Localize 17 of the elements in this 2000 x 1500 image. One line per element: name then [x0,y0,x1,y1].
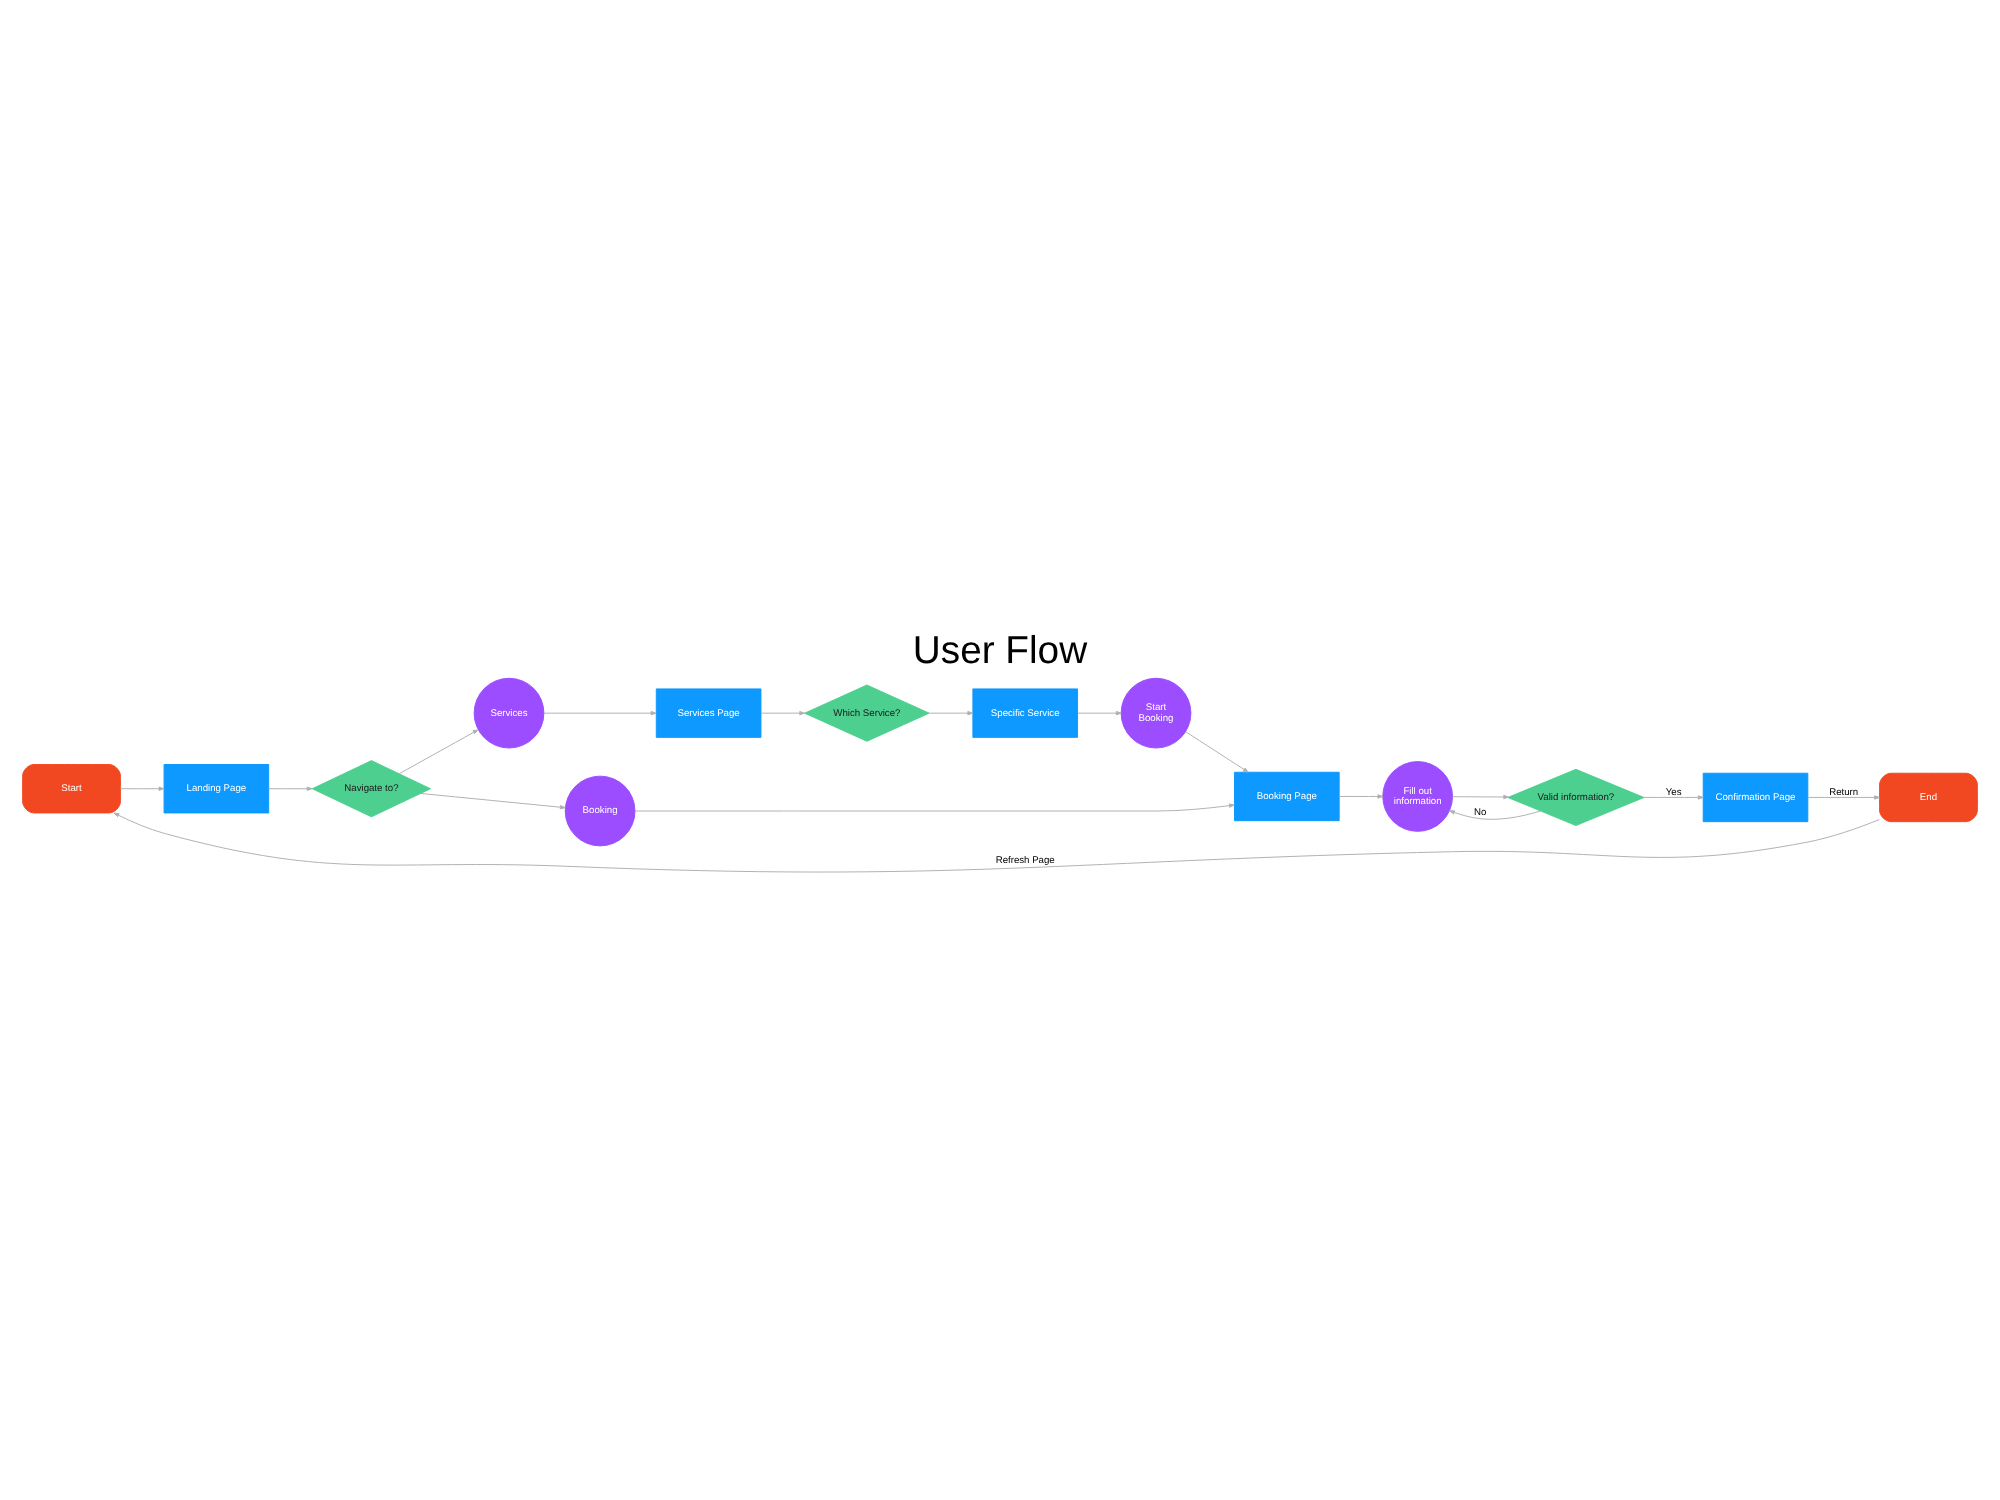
arrow [420,793,566,810]
arrow [928,710,974,716]
arrow [1643,795,1704,800]
arrow [1339,794,1384,799]
arrow [1807,795,1880,800]
arrow [113,812,1880,873]
diagram-title: User Flow [912,628,1088,673]
arrow [543,710,657,716]
arrow [760,710,806,716]
arrow [120,786,165,791]
arrow [634,803,1235,812]
arrow [1452,794,1510,800]
arrow [1077,710,1122,716]
arrow [1185,731,1249,773]
arrow [398,729,479,775]
arrow [268,786,313,791]
arrow [1449,810,1541,820]
